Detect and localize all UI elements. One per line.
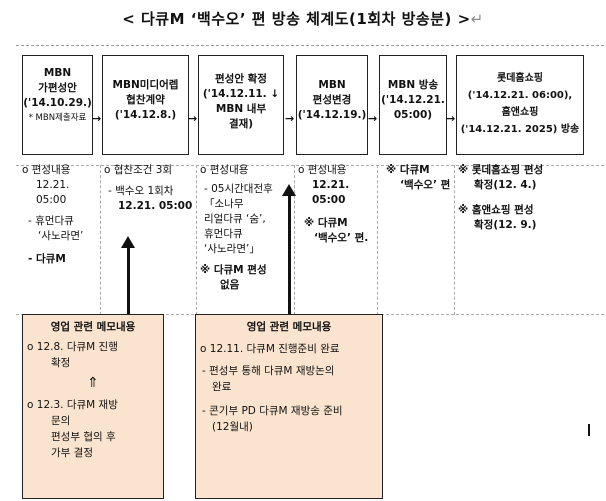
- flow-arrow-4: →: [368, 112, 378, 125]
- grid-line: [377, 165, 378, 315]
- double-up-arrow-icon: ⇑: [87, 375, 99, 391]
- flow-arrow-5: →: [446, 112, 456, 125]
- box-mbn-draft: MBN 가편성안 ('14.10.29.) * MBN제출자료: [22, 55, 93, 155]
- top-divider: [16, 45, 604, 46]
- flow-arrow-1: →: [92, 112, 102, 125]
- grid-line: [196, 165, 197, 315]
- col-homeshopping-details: ※ 롯데홈쇼핑 편성 확정(12. 4.) ※ 홈앤쇼핑 편성 확정(12. 9…: [458, 164, 544, 231]
- flow-arrow-2: →: [188, 112, 198, 125]
- box-schedule-confirm: 편성안 확정 ('14.12.11. ↓ MBN 내부 결재): [198, 55, 284, 155]
- col-broadcast-details: ※ 다큐M ‘백수오’ 편: [386, 164, 451, 191]
- col-mbn-draft-details: o 편성내용 12.21. 05:00 - 휴먼다큐 ‘사노라면’ - 다큐M: [22, 164, 84, 265]
- memo-sales-1: 영업 관련 메모내용 o 12.8. 다큐M 진행 확정 ⇑ o 12.3. 다…: [22, 314, 164, 499]
- box-mbn-broadcast: MBN 방송 ('14.12.21. 05:00): [379, 55, 447, 155]
- col-change-details: o 편성내용 12.21. 05:00 ※ 다큐M ‘백수오’ 편.: [298, 164, 369, 244]
- box-sponsor-contract: MBN미디어렙 협찬계약 ('14.12.8.): [102, 55, 189, 155]
- col-confirm-details: o 편성내용 - 05시간대전후 「소나무 리얼다큐 ‘숨’, 휴먼다큐 ‘사노…: [200, 164, 273, 291]
- up-arrow-icon: [121, 236, 135, 314]
- page-title: < 다큐M ‘백수오’ 편 방송 체계도(1회차 방송분) >↵: [122, 10, 484, 28]
- grid-line: [294, 165, 295, 315]
- col-sponsor-details: o 협찬조건 3회 - 백수오 1회차 12.21. 05:00: [104, 164, 193, 212]
- grid-line: [100, 165, 101, 315]
- box-note: * MBN제출자료: [28, 113, 87, 123]
- memo-sales-2: 영업 관련 메모내용 o 12.11. 다큐M 진행준비 완료 - 편성부 통해…: [195, 314, 383, 499]
- flow-arrow-3: →: [285, 112, 295, 125]
- box-schedule-change: MBN 편성변경 ('14.12.19.): [296, 55, 368, 155]
- grid-line: [454, 165, 455, 315]
- up-arrow-icon: [282, 184, 296, 314]
- grid-line: [16, 165, 604, 166]
- box-homeshopping: 롯데홈쇼핑 ('14.12.21. 06:00), 홈앤쇼핑 ('14.12.2…: [456, 55, 584, 155]
- text-cursor: [588, 424, 590, 436]
